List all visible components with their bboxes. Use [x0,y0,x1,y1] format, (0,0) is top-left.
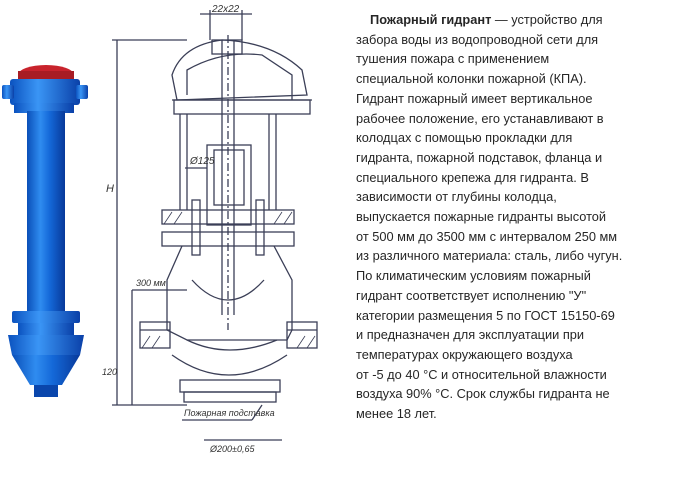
description-line: По климатическим условиям пожарный [356,268,591,284]
description-line: выпускается пожарные гидранты высотой [356,209,607,225]
dim-flange-label: Ø200±0,65 [209,444,255,454]
dim-height-label: H [106,183,114,195]
description-line: и предназначен для эксплуатации при [356,327,585,343]
description-line: рабочее положение, его устанавливают в [356,110,604,126]
description-line: температурах окружающего воздуха [356,346,573,362]
description-line: зависимости от глубины колодца, [356,189,557,205]
hydrant-photo [2,65,88,397]
description-line: из различного материала: сталь, либо чуг… [356,248,623,264]
description-line: колодцах с помощью прокладки для [356,130,573,146]
description-line: Гидрант пожарный имеет вертикальное [356,90,593,106]
dim-120-label: 120 [102,367,117,377]
description-line: от -5 до 40 °С и относительной влажности [356,366,607,382]
hydrant-section-drawing: 22x22 Ø125 H 300 мм 120 Пожарная подстав… [102,4,318,454]
description-line: воздуха 90% °С. Срок службы гидранта не [356,386,610,402]
dim-300-label: 300 мм [136,278,166,288]
description-line: тушения пожара с применением [356,51,550,67]
description-line: гидрант соответствует исполнению "У" [356,287,587,303]
hydrant-pipe [27,111,65,311]
description-line: Пожарный гидрант — устройство для [370,12,603,27]
description-line: специальной колонки пожарной (КПА). [356,71,587,87]
dim-diameter-label: Ø125 [189,156,215,167]
head-block [10,79,80,105]
description-line: забора воды из водопроводной сети для [356,31,599,47]
dim-top-label: 22x22 [211,4,240,15]
bottom-flange [12,311,80,323]
description-line: специального крепежа для гидранта. В [356,169,589,185]
description-line: менее 18 лет. [356,406,437,422]
description-line: от 500 мм до 3500 мм с интервалом 250 мм [356,228,618,244]
description-text: Пожарный гидрант — устройство для забора … [356,10,690,424]
description-line: гидранта, пожарной подставок, фланца и [356,149,603,165]
description-line: категории размещения 5 по ГОСТ 15150-69 [356,307,615,323]
stand-label: Пожарная подставка [184,408,275,418]
description-term: Пожарный гидрант [370,12,492,27]
